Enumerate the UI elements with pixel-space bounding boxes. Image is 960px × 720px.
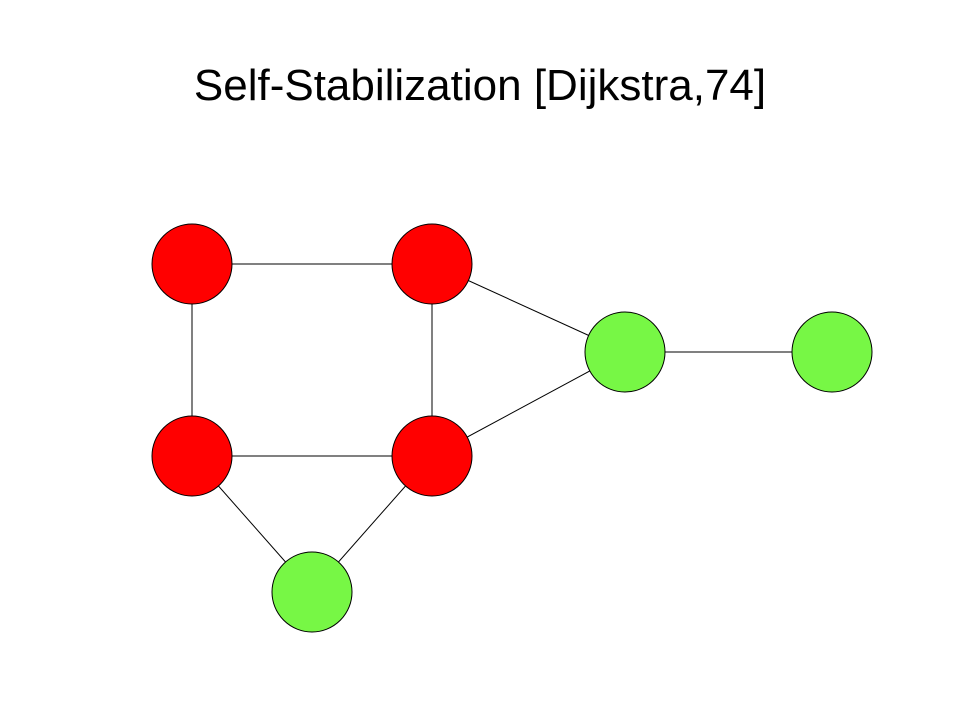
node-n5-red xyxy=(151,415,233,497)
node-n3-green xyxy=(584,311,666,393)
node-n4-green xyxy=(791,311,873,393)
node-n6-red xyxy=(391,415,473,497)
node-n7-green xyxy=(271,551,353,633)
node-n2-red xyxy=(391,223,473,305)
nodes-layer xyxy=(151,223,873,633)
node-n1-red xyxy=(151,223,233,305)
slide-title: Self-Stabilization [Dijkstra,74] xyxy=(193,61,767,110)
edges-layer xyxy=(191,263,832,593)
